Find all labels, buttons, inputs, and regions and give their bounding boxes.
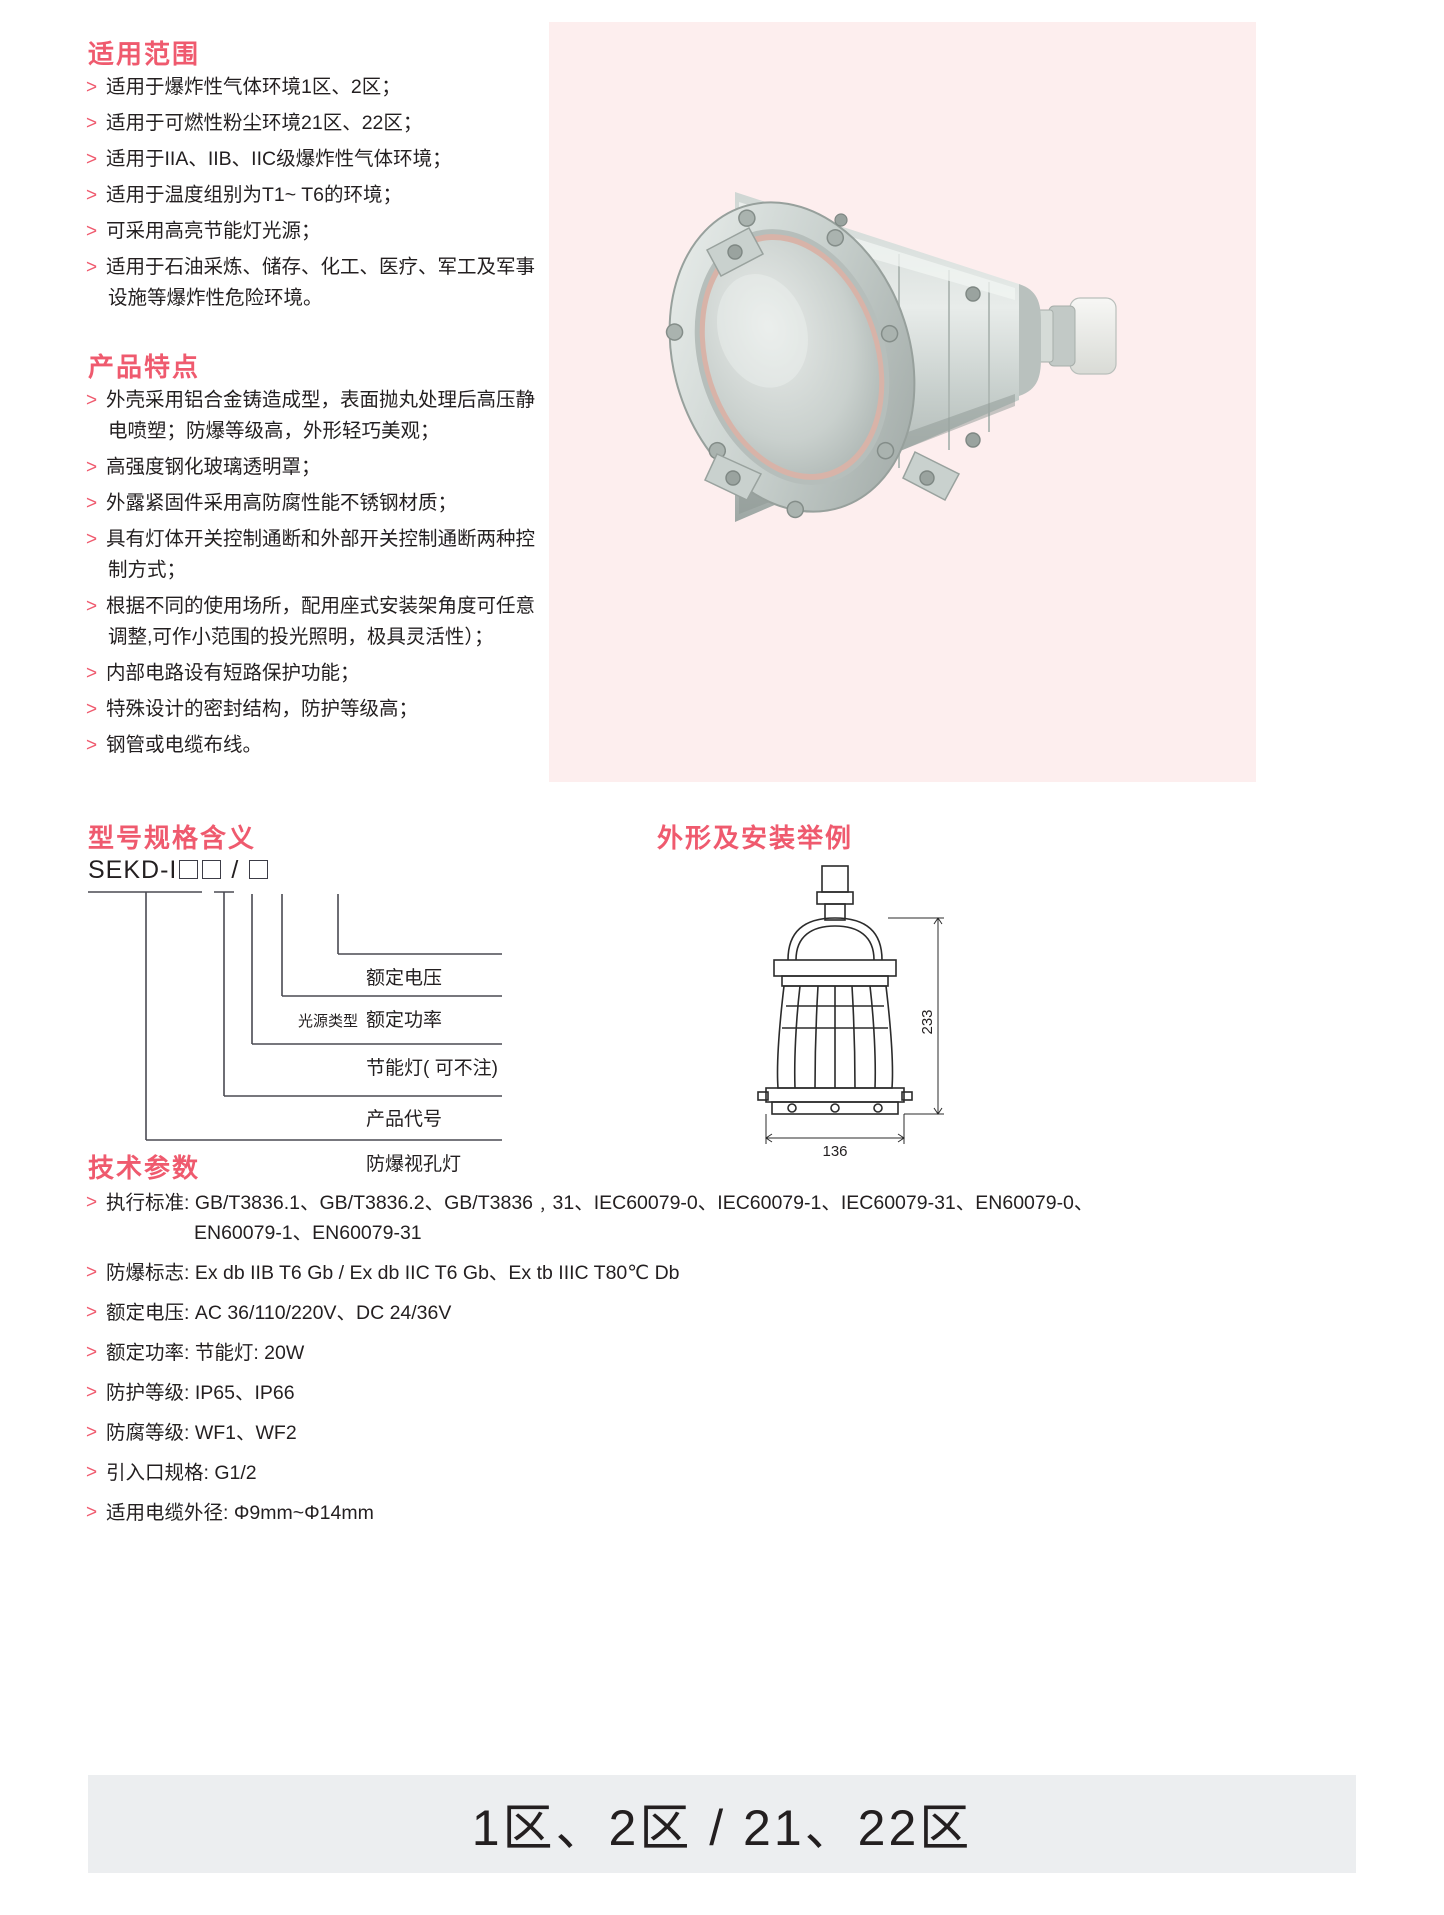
list-item: >高强度钢化玻璃透明罩； [86,452,538,483]
bullet-gt-icon: > [86,1422,98,1443]
model-code-string: SEKD-I / [88,856,270,885]
list-item: >具有灯体开关控制通断和外部开关控制通断两种控制方式； [86,524,538,586]
list-item: >钢管或电缆布线。 [86,730,538,761]
product-photo-panel [549,22,1256,782]
list-item: >适用于IIA、IIB、IIC级爆炸性气体环境； [86,144,536,175]
list-item: >引入口规格: G1/2 [86,1458,1346,1488]
model-designation-diagram: 光源类型 [88,891,502,1141]
bullet-gt-icon: > [86,529,98,550]
bullet-gt-icon: > [86,1342,98,1363]
model-code-box-2 [202,860,222,879]
model-label-rated-power: 额定功率 [366,1010,443,1031]
model-code-slash: / [231,856,240,884]
scope-list: >适用于爆炸性气体环境1区、2区； >适用于可燃性粉尘环境21区、22区； >适… [86,72,536,319]
bullet-gt-icon: > [86,457,98,478]
list-item: >适用电缆外径: Φ9mm~Φ14mm [86,1498,1346,1528]
bullet-gt-icon: > [86,1192,98,1213]
model-label-rated-voltage: 额定电压 [366,968,443,989]
bullet-gt-icon: > [86,493,98,514]
bullet-gt-icon: > [86,149,98,170]
features-list: >外壳采用铝合金铸造成型，表面抛丸处理后高压静电喷塑；防爆等级高，外形轻巧美观；… [86,385,538,766]
list-item: >适用于温度组别为T1~ T6的环境； [86,180,536,211]
dimension-height-label: 233 [919,1009,936,1034]
footer-zone-banner: 1区、2区 / 21、22区 [88,1775,1356,1873]
bullet-gt-icon: > [86,596,98,617]
section-heading-features: 产品特点 [88,352,201,382]
section-heading-outline: 外形及安装举例 [657,823,854,853]
section-heading-tech: 技术参数 [88,1153,201,1183]
model-inner-label: 光源类型 [298,1013,358,1030]
bullet-gt-icon: > [86,1302,98,1323]
bullet-gt-icon: > [86,1502,98,1523]
list-item: >可采用高亮节能灯光源； [86,216,536,247]
list-item: >防护等级: IP65、IP66 [86,1378,1346,1408]
bullet-gt-icon: > [86,1262,98,1283]
outline-dimension-drawing: 233 136 [757,865,944,1160]
model-code-box-3 [249,860,269,879]
product-photo-illustration [665,192,1117,522]
bullet-gt-icon: > [86,735,98,756]
model-label-energy-saving-lamp: 节能灯( 可不注) [366,1058,498,1079]
list-item: >额定功率: 节能灯: 20W [86,1338,1346,1368]
model-code-i: I [169,856,178,884]
list-item: >适用于石油采炼、储存、化工、医疗、军工及军事设施等爆炸性危险环境。 [86,252,536,314]
bullet-gt-icon: > [86,77,98,98]
bullet-gt-icon: > [86,1382,98,1403]
list-item: >特殊设计的密封结构，防护等级高； [86,694,538,725]
model-code-box-1 [179,860,199,879]
list-item: >外露紧固件采用高防腐性能不锈钢材质； [86,488,538,519]
section-heading-model: 型号规格含义 [88,823,257,853]
bullet-gt-icon: > [86,699,98,720]
list-item: >根据不同的使用场所，配用座式安装架角度可任意调整,可作小范围的投光照明，极具灵… [86,591,538,653]
tech-params-list: >执行标准: GB/T3836.1、GB/T3836.2、GB/T3836﹐31… [86,1188,1346,1538]
model-label-product-code: 产品代号 [366,1109,443,1130]
model-code-prefix: SEKD- [88,856,170,884]
bullet-gt-icon: > [86,663,98,684]
list-item: >外壳采用铝合金铸造成型，表面抛丸处理后高压静电喷塑；防爆等级高，外形轻巧美观； [86,385,538,447]
list-item: >适用于爆炸性气体环境1区、2区； [86,72,536,103]
list-item: >适用于可燃性粉尘环境21区、22区； [86,108,536,139]
list-item: >执行标准: GB/T3836.1、GB/T3836.2、GB/T3836﹐31… [86,1188,1346,1248]
dimension-width-label: 136 [822,1143,847,1160]
list-item: >防爆标志: Ex db IIB T6 Gb / Ex db IIC T6 Gb… [86,1258,1346,1288]
model-label-product-name: 防爆视孔灯 [366,1154,462,1175]
bullet-gt-icon: > [86,185,98,206]
bullet-gt-icon: > [86,257,98,278]
list-item: >防腐等级: WF1、WF2 [86,1418,1346,1448]
footer-zone-text: 1区、2区 / 21、22区 [471,1800,973,1856]
list-item: >内部电路设有短路保护功能； [86,658,538,689]
bullet-gt-icon: > [86,1462,98,1483]
list-item: >额定电压: AC 36/110/220V、DC 24/36V [86,1298,1346,1328]
bullet-gt-icon: > [86,113,98,134]
bullet-gt-icon: > [86,390,98,411]
section-heading-scope: 适用范围 [88,39,201,69]
bullet-gt-icon: > [86,221,98,242]
